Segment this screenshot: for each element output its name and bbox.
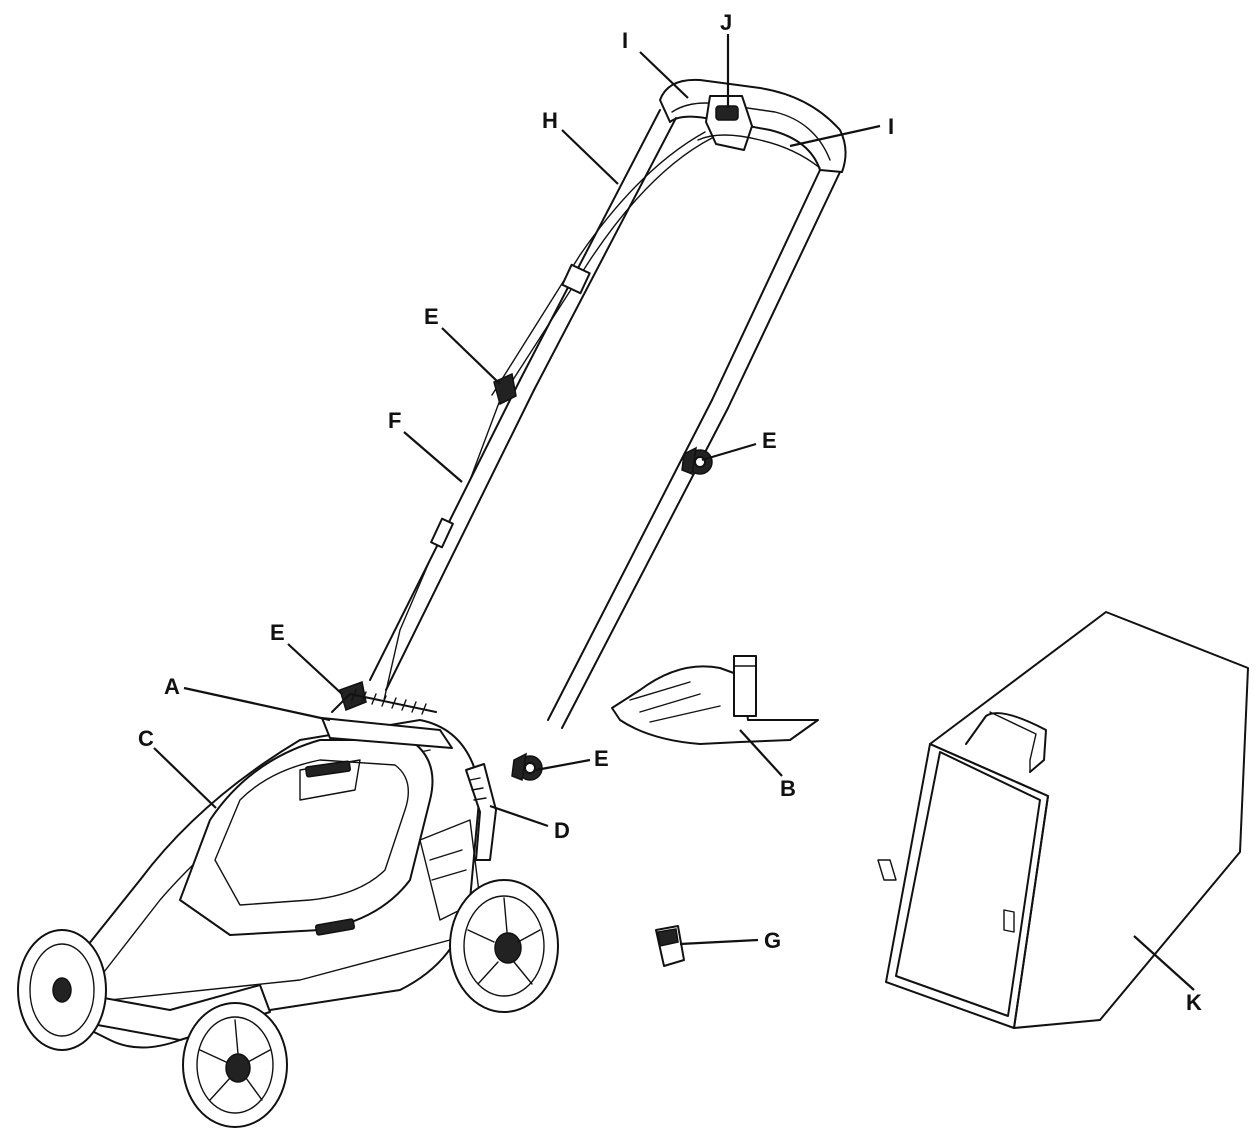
callout-e-upper-left: E xyxy=(424,304,439,329)
callout-j: J xyxy=(720,10,732,35)
grass-bag-frame xyxy=(885,743,1049,1029)
callout-b: B xyxy=(780,776,796,801)
height-adjust-lever xyxy=(465,763,497,861)
callout-i-left: I xyxy=(622,28,628,53)
motor-cover xyxy=(179,739,434,936)
front-right-wheel xyxy=(182,1002,288,1128)
front-left-wheel xyxy=(17,929,107,1051)
callout-a: A xyxy=(164,674,180,699)
grass-collection-bag xyxy=(877,611,1249,1029)
callout-d: D xyxy=(554,818,570,843)
callout-k: K xyxy=(1186,990,1202,1015)
rear-right-wheel xyxy=(449,879,559,1013)
callout-labels: I J I H E F E E A C E B D G K xyxy=(138,10,1202,1015)
handle-knob-upper-left xyxy=(493,372,517,406)
handle-assembly xyxy=(339,78,847,782)
carry-handle xyxy=(321,717,453,749)
callout-e-lower-right: E xyxy=(594,746,609,771)
upper-handle-left xyxy=(519,109,677,391)
callout-e-lower-left: E xyxy=(270,620,285,645)
mulching-plug xyxy=(611,655,819,745)
grass-bag-body xyxy=(929,611,1249,1029)
safety-key xyxy=(655,925,685,967)
callout-i-right: I xyxy=(888,114,894,139)
callout-f: F xyxy=(388,408,401,433)
callout-h: H xyxy=(542,108,558,133)
callout-e-upper-right: E xyxy=(762,428,777,453)
callout-c: C xyxy=(138,726,154,751)
callout-g: G xyxy=(764,928,781,953)
upper-handle-right xyxy=(711,169,841,409)
handle-knob-lower-right xyxy=(511,752,543,782)
leader-lines xyxy=(153,34,1195,991)
mower-body xyxy=(17,689,559,1128)
